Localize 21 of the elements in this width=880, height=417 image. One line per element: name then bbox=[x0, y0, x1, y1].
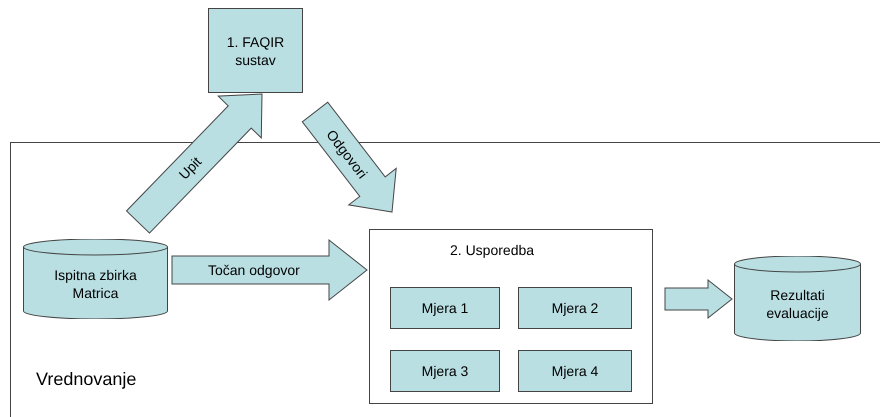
node-label: 1. FAQIR sustav bbox=[226, 32, 286, 68]
node-label: Ispitna zbirka Matrica bbox=[53, 266, 138, 302]
block-arrow bbox=[172, 238, 368, 302]
process-box bbox=[518, 287, 632, 329]
block-arrow bbox=[664, 278, 733, 320]
node-label: Rezultati evaluacije bbox=[765, 286, 830, 322]
node-label: Mjera 4 bbox=[550, 362, 600, 380]
comparison-box bbox=[369, 229, 653, 404]
node-label: Mjera 1 bbox=[420, 299, 470, 317]
process-box bbox=[208, 8, 303, 93]
node-label: Mjera 2 bbox=[550, 299, 600, 317]
box-title: 2. Usporedba bbox=[450, 241, 534, 260]
process-box bbox=[390, 287, 500, 329]
process-box bbox=[390, 350, 500, 392]
frame-title: Vrednovanje bbox=[36, 368, 136, 391]
node-label: Mjera 3 bbox=[420, 362, 470, 380]
process-box bbox=[518, 350, 632, 392]
edge-label: Točan odgovor bbox=[208, 262, 300, 278]
block-arrow bbox=[302, 102, 397, 213]
edge-label: Upit bbox=[176, 154, 204, 183]
block-arrow bbox=[126, 93, 262, 234]
